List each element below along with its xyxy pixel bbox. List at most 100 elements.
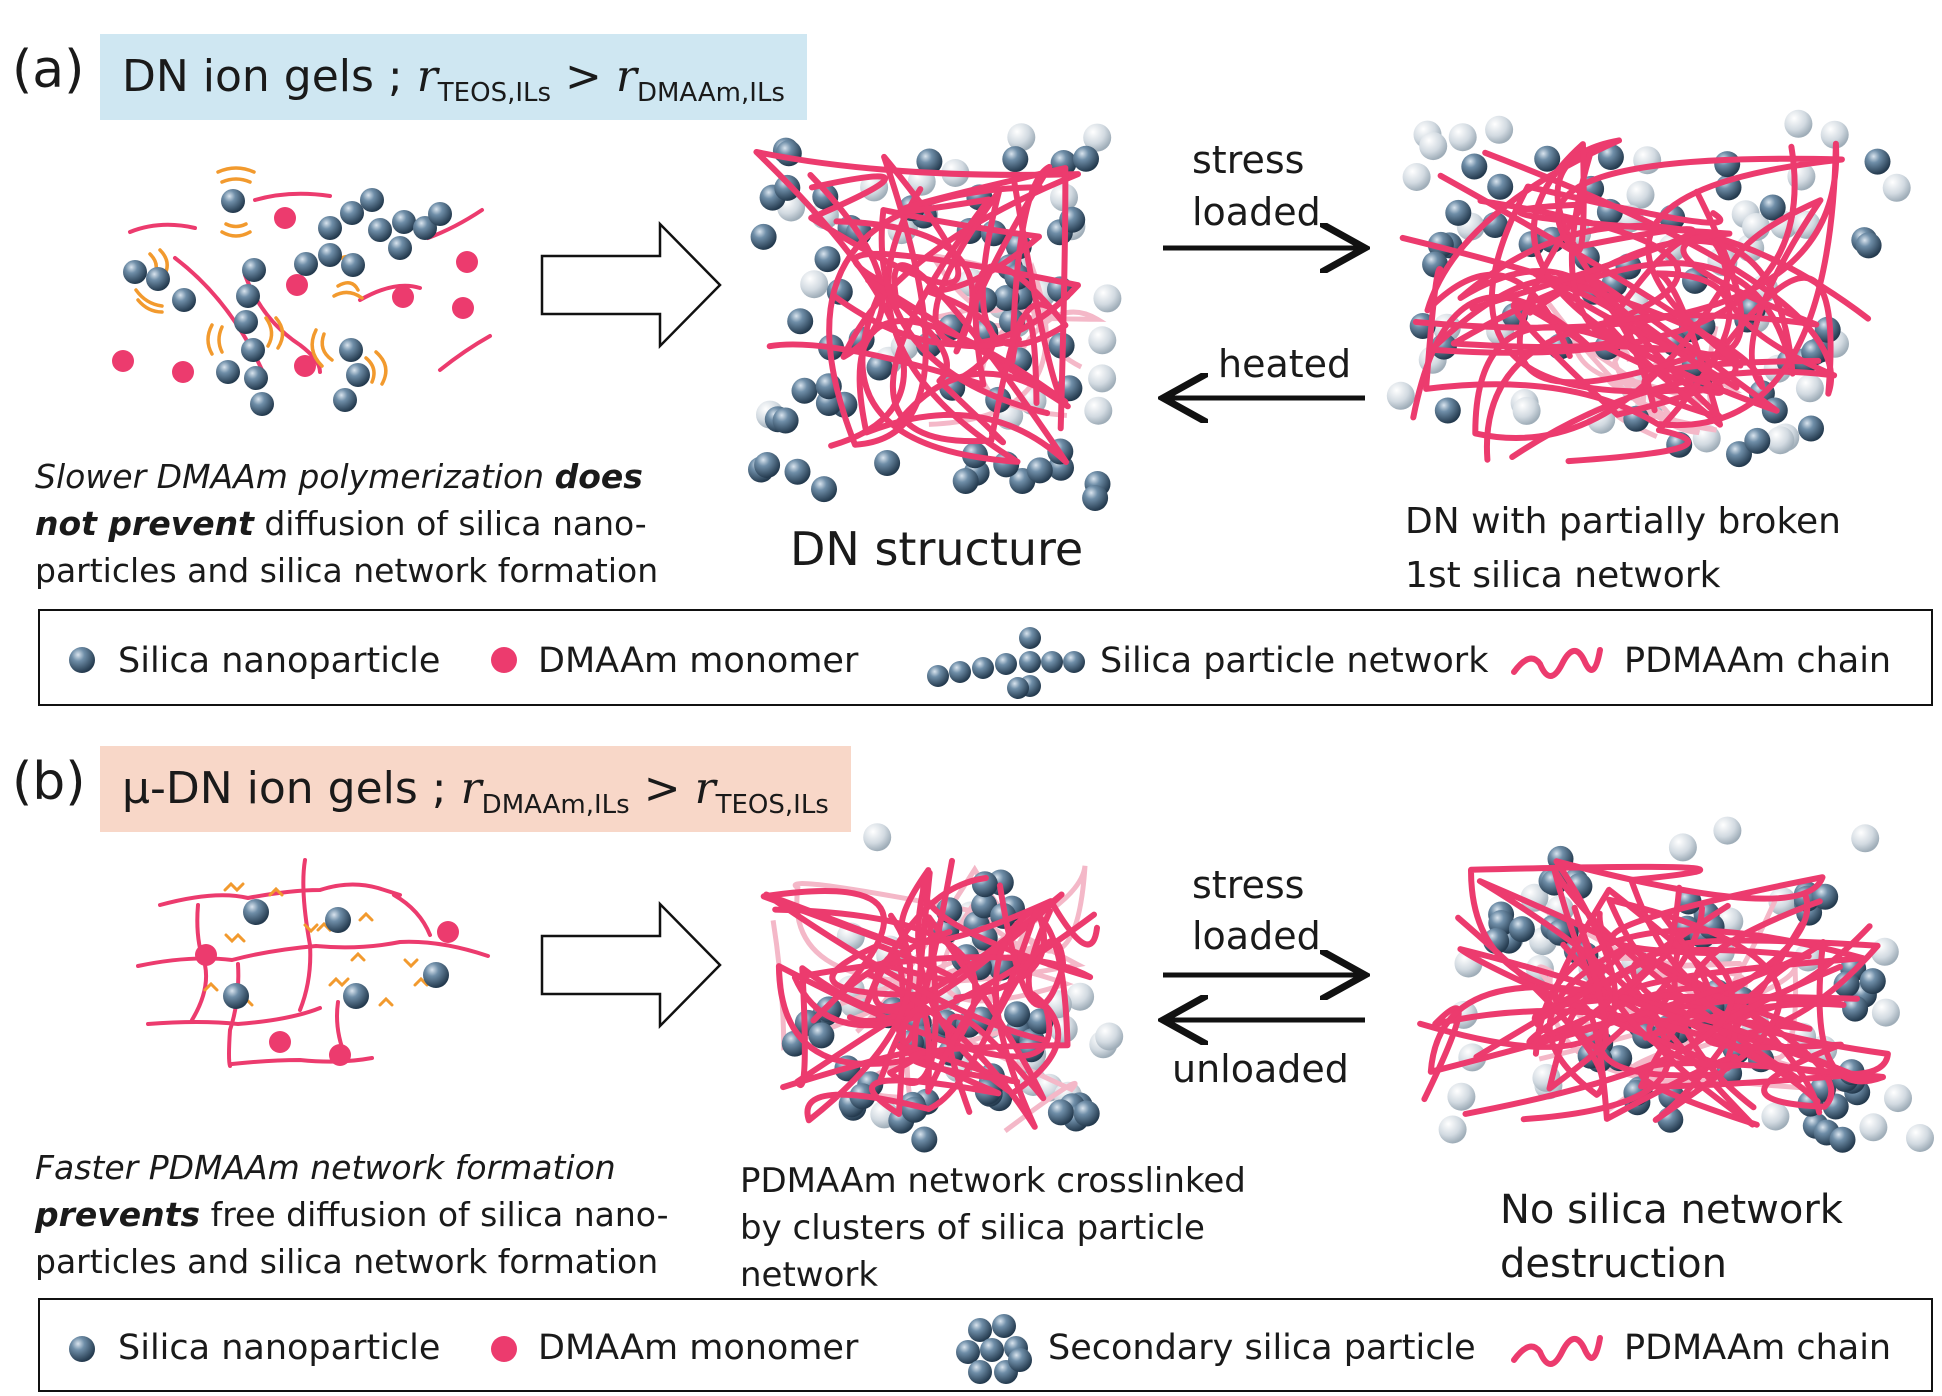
faded-silica-particle xyxy=(1713,816,1742,845)
caption-a-line2-rest: diffusion of silica nano- xyxy=(253,504,647,543)
monomers-b xyxy=(195,921,459,1066)
legend-b-item1: Silica nanoparticle xyxy=(118,1328,441,1368)
panel-b-caption: Faster PDMAAm network formation prevents… xyxy=(35,1144,725,1285)
faded-silica-particle xyxy=(1512,396,1541,425)
faded-silica-particle xyxy=(1084,396,1113,425)
pdmaam-chain xyxy=(865,277,1071,446)
legend-a-item1: Silica nanoparticle xyxy=(118,641,441,681)
faded-silica-particle xyxy=(1088,364,1117,393)
silica-particle xyxy=(754,452,781,478)
silica-particle xyxy=(784,458,811,485)
faded-silica-particle xyxy=(1851,824,1880,853)
right-label-b-2: destruction xyxy=(1500,1241,1727,1287)
legend-monomer-icon xyxy=(491,647,517,673)
arrow-a-top-label-1: stress xyxy=(1192,138,1305,182)
pdmaam-chain xyxy=(898,867,1100,1097)
silica-particle xyxy=(1461,153,1488,180)
pdmaam-chain xyxy=(833,163,1057,365)
secondary-silica-particle xyxy=(1508,916,1535,943)
silica-particle xyxy=(774,174,801,201)
middle-label-b-1: PDMAAm network crosslinked xyxy=(740,1161,1246,1201)
panel-b-reactants xyxy=(136,858,490,1068)
faded-silica-particle xyxy=(1668,833,1697,862)
panel-b-title-r1: r xyxy=(460,763,482,814)
silica-particle xyxy=(772,407,799,434)
silica-particle xyxy=(874,450,901,476)
arrow-b-top-label-2: loaded xyxy=(1192,914,1321,958)
faded-silica-particle xyxy=(1626,180,1655,209)
stretched-structure-b xyxy=(1417,816,1934,1153)
panel-b-title-r2-sub: TEOS,ILs xyxy=(715,790,829,820)
silica-particle xyxy=(787,308,814,335)
legend-a-item2: DMAAm monomer xyxy=(538,641,859,681)
panel-a-label: (a) xyxy=(12,40,85,100)
silica-particle xyxy=(1726,441,1752,468)
panel-a-caption: Slower DMAAm polymerization does not pre… xyxy=(35,453,715,594)
pdmaam-chain xyxy=(1410,293,1739,421)
orange-waves-a xyxy=(134,166,388,386)
legend-a-item3: Silica particle network xyxy=(1100,641,1489,681)
silica-particle xyxy=(1744,427,1771,454)
caption-b-line3: particles and silica network formation xyxy=(35,1242,659,1281)
panel-b-title-r1-sub: DMAAm,ILs xyxy=(481,790,630,820)
silica-particle xyxy=(1082,485,1109,511)
faded-silica-particle xyxy=(1871,998,1900,1027)
pdmaam-chain xyxy=(1427,939,1886,1128)
secondary-silica-particle xyxy=(1004,1001,1031,1028)
caption-a-line2-bold: not prevent xyxy=(35,504,254,543)
pdmaam-chain xyxy=(1596,910,1857,1128)
arrow-b-bottom-label: unloaded xyxy=(1172,1047,1349,1091)
hollow-arrow-a xyxy=(540,220,722,350)
caption-b-line2-bold: prevents xyxy=(35,1195,201,1234)
legend-icons-a xyxy=(69,627,1603,699)
panel-b-title-r2: r xyxy=(694,763,716,814)
silica-particle xyxy=(1714,151,1741,178)
silica-particle xyxy=(1534,145,1561,172)
caption-a-line1-italic: Slower DMAAm polymerization xyxy=(35,457,555,496)
legend-b: Silica nanoparticle DMAAm monomer Second… xyxy=(38,1298,1933,1392)
secondary-silica-particle xyxy=(1829,1126,1856,1153)
dn-structure-a xyxy=(748,123,1122,511)
middle-label-b-2: by clusters of silica particle xyxy=(740,1208,1205,1248)
legend-chain-icon-b xyxy=(1511,1335,1603,1367)
mu-dn-structure-b xyxy=(760,823,1124,1153)
faded-silica-particle xyxy=(1884,1084,1912,1113)
faded-silica-particle xyxy=(1402,163,1431,191)
faded-silica-particle xyxy=(1766,426,1795,455)
secondary-silica-particle xyxy=(1833,971,1860,998)
legend-silica-network-icon xyxy=(927,627,1085,699)
faded-silica-particle xyxy=(1859,1113,1888,1142)
faded-silica-particle xyxy=(1447,1082,1476,1111)
silica-particle xyxy=(1073,145,1099,172)
faded-silica-particle xyxy=(1083,123,1112,152)
pdmaam-chain xyxy=(1437,155,1845,369)
legend-monomer-icon-b xyxy=(491,1336,517,1362)
silica-particle xyxy=(916,148,943,175)
panel-b-title: μ-DN ion gels ; rDMAAm,ILs > rTEOS,ILs xyxy=(100,746,851,832)
faded-silica-particle xyxy=(1419,132,1448,161)
pdmaam-chain xyxy=(865,909,1071,1130)
silica-particle xyxy=(1798,415,1824,442)
secondary-silica-particle xyxy=(911,1126,938,1153)
silica-particle xyxy=(1864,148,1891,175)
silica-a xyxy=(123,188,452,416)
silica-particle xyxy=(812,183,839,210)
pdmaam-chain xyxy=(890,165,1069,445)
arrow-a-top-label-2: loaded xyxy=(1192,190,1321,234)
silica-particle xyxy=(866,354,893,381)
panel-a-title-main: DN ion gels ; xyxy=(122,51,417,102)
arrow-a-bottom-label: heated xyxy=(1218,342,1352,386)
pdmaam-chain xyxy=(1483,201,1820,463)
faded-silica-particle xyxy=(1448,123,1477,152)
caption-a-line1-bold: does xyxy=(554,457,643,496)
pdmaam-chain xyxy=(1417,858,1826,1117)
monomers-a xyxy=(112,207,478,383)
faded-silica-particle xyxy=(863,823,892,852)
panel-a-title-r2-sub: DMAAm,ILs xyxy=(636,78,785,108)
secondary-silica-particle xyxy=(1859,968,1886,995)
faded-silica-particle xyxy=(1784,109,1813,138)
silica-particle xyxy=(791,377,818,404)
legend-a: Silica nanoparticle DMAAm monomer Silica… xyxy=(38,609,1933,706)
silica-particle xyxy=(814,246,841,273)
